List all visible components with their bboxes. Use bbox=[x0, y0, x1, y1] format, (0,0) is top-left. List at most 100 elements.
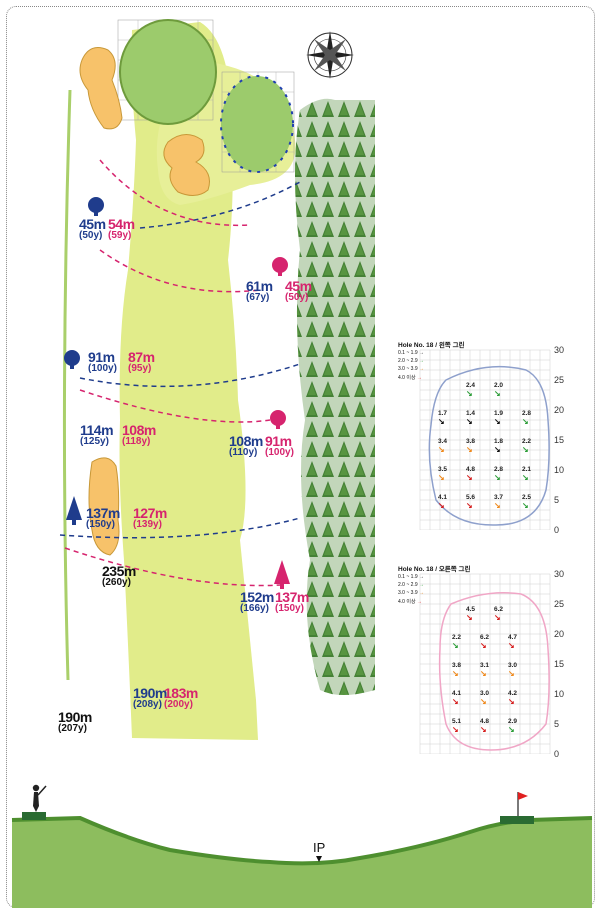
distance-marker: 108m(118y) bbox=[122, 423, 156, 447]
fairway bbox=[119, 22, 258, 740]
distance-meters: 108m bbox=[122, 422, 156, 438]
slope-value: 2.0↘ bbox=[494, 382, 503, 398]
distance-marker: 91m(100y) bbox=[265, 434, 294, 458]
tree-icon bbox=[88, 197, 104, 216]
arrow-icon: → bbox=[417, 358, 424, 364]
distance-yards: (166y) bbox=[240, 603, 269, 614]
green-axis-label: 5 bbox=[554, 719, 560, 729]
bunker bbox=[163, 134, 210, 196]
green-axis-label: 0 bbox=[554, 749, 560, 759]
distance-yards: (118y) bbox=[122, 436, 151, 447]
slope-value-text: 2.8 bbox=[522, 410, 532, 417]
tree-icon bbox=[66, 496, 82, 525]
distance-yards: (260y) bbox=[102, 577, 131, 588]
slope-legend-label: 2.0 ~ 2.9 bbox=[398, 582, 418, 588]
distance-meters: 61m bbox=[246, 278, 273, 294]
distance-yards: (200y) bbox=[164, 699, 193, 710]
slope-value: 1.8↘ bbox=[494, 438, 503, 454]
distance-meters: 137m bbox=[86, 505, 120, 521]
distance-marker: 152m(166y) bbox=[240, 590, 274, 614]
compass-icon bbox=[306, 31, 354, 79]
arrow-icon: ↘ bbox=[466, 417, 473, 426]
green-panel-title: Hole No. 18 / 오른쪽 그린 bbox=[398, 566, 471, 573]
slope-value: 4.8↘ bbox=[480, 718, 489, 734]
distance-marker: 87m(95y) bbox=[128, 350, 155, 374]
green-outline bbox=[438, 592, 550, 751]
green-axis-label: 10 bbox=[554, 465, 565, 475]
slope-value: 2.5↘ bbox=[522, 494, 531, 510]
slope-value: 6.2↘ bbox=[494, 606, 503, 622]
slope-value-text: 2.2 bbox=[522, 438, 532, 445]
slope-value-text: 3.8 bbox=[452, 662, 462, 669]
slope-value-text: 4.2 bbox=[508, 690, 518, 697]
flag-icon bbox=[517, 792, 528, 816]
distance-marker: 61m(67y) bbox=[246, 279, 273, 303]
distance-meters: 45m bbox=[79, 216, 106, 232]
arrow-icon: ↘ bbox=[438, 501, 445, 510]
slope-value: 2.2↘ bbox=[452, 634, 461, 650]
distance-yards: (207y) bbox=[58, 723, 87, 734]
slope-value-text: 2.8 bbox=[494, 466, 504, 473]
distance-marker: 54m(59y) bbox=[108, 217, 135, 241]
arrow-icon: ↘ bbox=[438, 417, 445, 426]
slope-value-text: 3.0 bbox=[480, 690, 490, 697]
distance-yards: (110y) bbox=[229, 447, 258, 458]
slope-value: 4.8↘ bbox=[466, 466, 475, 482]
distance-meters: 127m bbox=[133, 505, 167, 521]
left-green bbox=[117, 19, 217, 125]
arrow-icon: → bbox=[417, 574, 424, 580]
slope-value-text: 1.4 bbox=[466, 410, 476, 417]
green-axis-label: 15 bbox=[554, 659, 565, 669]
distance-marker: 137m(150y) bbox=[86, 506, 120, 530]
distance-meters: 91m bbox=[88, 349, 115, 365]
slope-value-text: 5.1 bbox=[452, 718, 462, 725]
green-grid bbox=[419, 349, 551, 530]
arrow-icon: ↘ bbox=[480, 669, 487, 678]
arrow-icon: → bbox=[415, 375, 422, 381]
slope-value-text: 1.9 bbox=[494, 410, 504, 417]
arrow-icon: ↘ bbox=[522, 501, 529, 510]
arrow-icon: → bbox=[417, 350, 424, 356]
green-axis-label: 25 bbox=[554, 599, 565, 609]
slope-value: 3.4↘ bbox=[438, 438, 447, 454]
distance-meters: 235m bbox=[102, 563, 136, 579]
slope-value-text: 3.5 bbox=[438, 466, 448, 473]
slope-value: 3.8↘ bbox=[452, 662, 461, 678]
slope-legend-label: 4.0 이상 bbox=[398, 375, 416, 381]
distance-marker: 45m(50y) bbox=[79, 217, 106, 241]
slope-value-text: 2.9 bbox=[508, 718, 518, 725]
arrow-icon: → bbox=[417, 590, 424, 596]
slope-legend-item: 3.0 ~ 3.9 → bbox=[398, 366, 424, 372]
slope-value: 2.4↘ bbox=[466, 382, 475, 398]
distance-yards: (208y) bbox=[133, 699, 162, 710]
tree-icon bbox=[272, 257, 288, 276]
distance-meters: 87m bbox=[128, 349, 155, 365]
slope-value: 1.9↘ bbox=[494, 410, 503, 426]
distance-yards: (59y) bbox=[108, 230, 132, 241]
slope-legend-label: 3.0 ~ 3.9 bbox=[398, 590, 418, 596]
slope-legend-item: 2.0 ~ 2.9 → bbox=[398, 358, 424, 364]
slope-value: 3.0↘ bbox=[508, 662, 517, 678]
arrow-icon: ↘ bbox=[466, 613, 473, 622]
distance-meters: 108m bbox=[229, 433, 263, 449]
slope-value: 2.9↘ bbox=[508, 718, 517, 734]
green-axis-label: 30 bbox=[554, 569, 565, 579]
green-panel-title: Hole No. 18 / 왼쪽 그린 bbox=[398, 342, 465, 349]
slope-value: 2.8↘ bbox=[522, 410, 531, 426]
slope-value: 2.1↘ bbox=[522, 466, 531, 482]
slope-value: 4.2↘ bbox=[508, 690, 517, 706]
slope-value-text: 4.7 bbox=[508, 634, 518, 641]
green-axis-label: 30 bbox=[554, 345, 565, 355]
green-axis-label: 20 bbox=[554, 629, 565, 639]
slope-legend-label: 4.0 이상 bbox=[398, 599, 416, 605]
bunker bbox=[88, 457, 120, 556]
slope-legend-item: 0.1 ~ 1.9 → bbox=[398, 574, 424, 580]
slope-value-text: 4.1 bbox=[452, 690, 462, 697]
slope-value-text: 3.0 bbox=[508, 662, 518, 669]
slope-value-text: 4.5 bbox=[466, 606, 476, 613]
slope-legend-item: 3.0 ~ 3.9 → bbox=[398, 590, 424, 596]
distance-yards: (150y) bbox=[275, 603, 304, 614]
distance-marker: 137m(150y) bbox=[275, 590, 309, 614]
slope-value-text: 6.2 bbox=[494, 606, 504, 613]
